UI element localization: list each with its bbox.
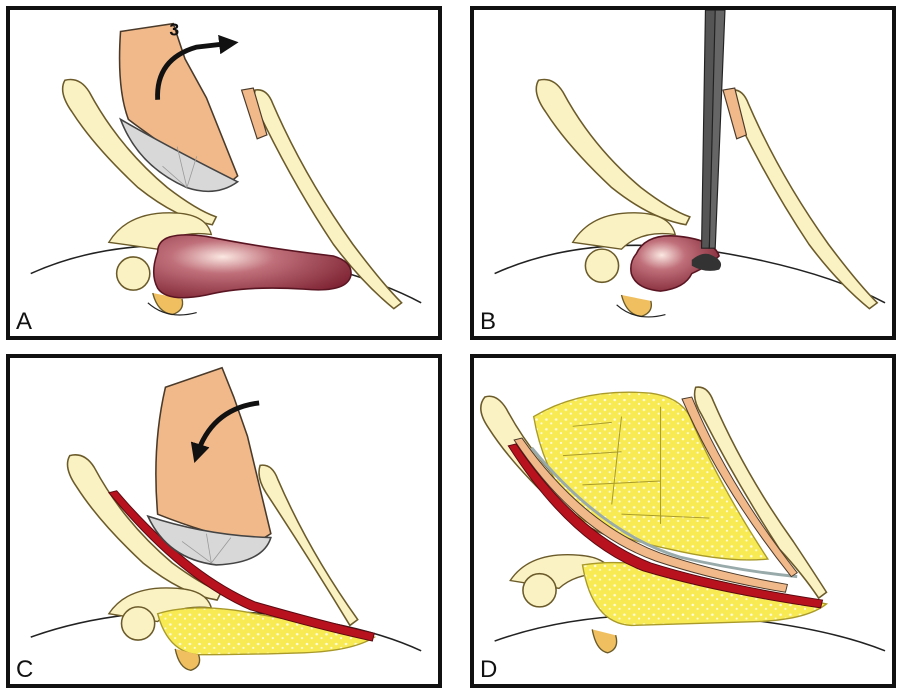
carotid-artery — [523, 574, 556, 607]
panel-c-illustration — [10, 358, 438, 684]
panel-a: 3 A — [6, 6, 442, 340]
panel-c: C — [6, 354, 442, 688]
panel-b: B — [470, 6, 896, 340]
posterior-bone — [259, 465, 358, 625]
carotid-artery — [117, 257, 150, 290]
panel-label-d: D — [480, 658, 497, 682]
panel-label-b: B — [480, 310, 496, 334]
panel-a-illustration: 3 — [10, 10, 438, 336]
carotid-artery — [122, 607, 155, 640]
panel-d-illustration — [474, 358, 892, 684]
pituitary-stalk — [622, 295, 652, 316]
panel-label-a: A — [16, 310, 32, 334]
pituitary-stalk — [592, 629, 616, 652]
nasal-packing — [534, 392, 768, 560]
step-number: 3 — [169, 19, 179, 39]
tumor — [154, 235, 351, 298]
nasoseptal-flap — [156, 368, 271, 544]
carotid-artery — [585, 249, 618, 282]
panel-b-illustration — [474, 10, 892, 336]
panel-d: D — [470, 354, 896, 688]
panel-label-c: C — [16, 658, 33, 682]
posterior-bone — [730, 90, 878, 309]
anterior-bone — [536, 79, 690, 224]
